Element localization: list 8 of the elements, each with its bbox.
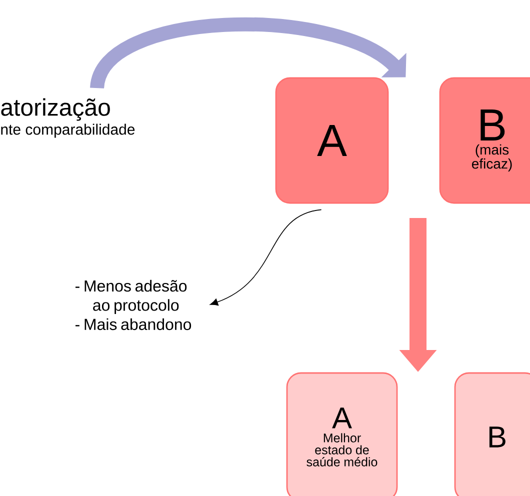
curved-arrow [90, 18, 406, 90]
arrow [210, 209, 322, 306]
heading-text: atorização nte comparabilidade [1, 98, 135, 138]
group-box: A [275, 77, 389, 204]
note-text: - Menos adesão ao protocolo - Mais abandono [76, 280, 192, 330]
group-box: B [454, 372, 530, 496]
group-box: B (mais eficaz) [439, 77, 530, 204]
group-box: A Melhor estado de saúde médio [286, 372, 398, 496]
